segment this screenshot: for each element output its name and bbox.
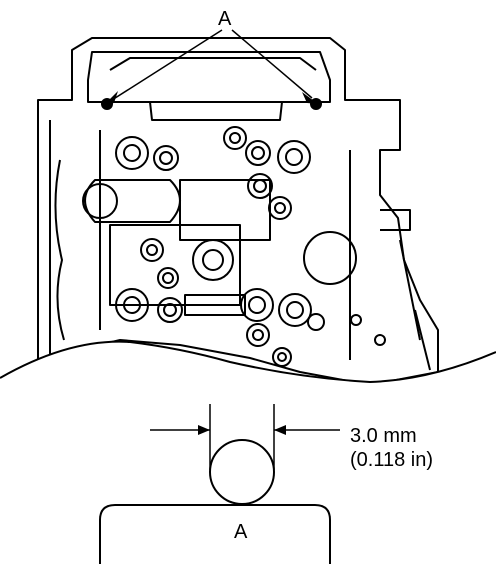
dimension-metric: 3.0 mm (350, 425, 417, 447)
callout-a-top-label: A (218, 8, 232, 30)
leader-right (231, 29, 313, 99)
leader-left (111, 29, 223, 101)
callout-a-top: A (101, 8, 322, 110)
cutaway-edge (0, 340, 496, 384)
dimension-imperial: (0.118 in) (350, 449, 433, 471)
dowel-detail: 3.0 mm (0.118 in) A (99, 404, 433, 564)
dowel-mark-right (310, 98, 322, 110)
dowel-circle (209, 439, 275, 505)
callout-a-bottom-label: A (234, 521, 248, 543)
dowel-base (99, 504, 331, 564)
cylinder-block (37, 37, 439, 386)
dimension-arrow-left (198, 425, 210, 435)
dowel-mark-left (101, 98, 113, 110)
dimension-arrow-right (274, 425, 286, 435)
